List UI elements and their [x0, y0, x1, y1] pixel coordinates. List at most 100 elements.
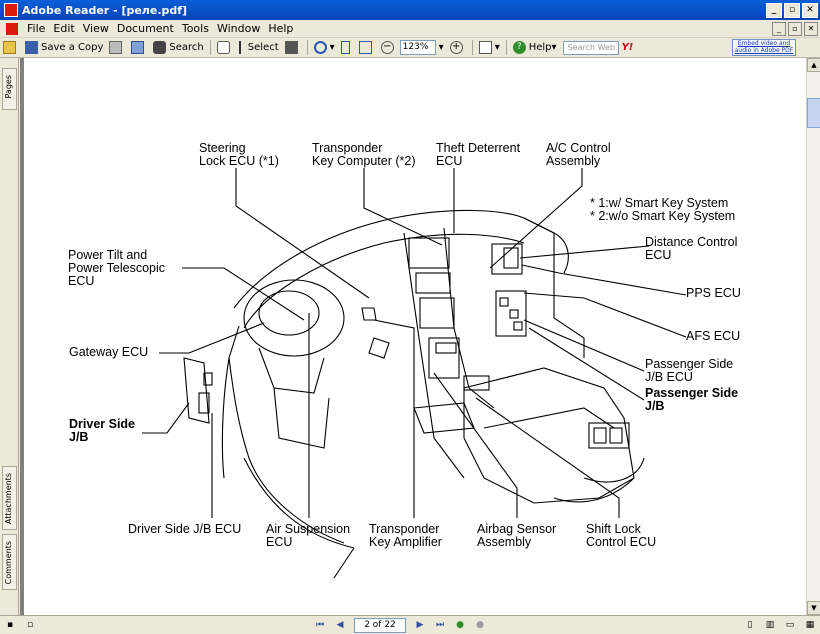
doc-minimize-button[interactable]: _: [772, 21, 786, 36]
document-view[interactable]: Steering Lock ECU (*1) Transponder Key C…: [20, 58, 806, 615]
label-pps-ecu: PPS ECU: [686, 286, 741, 300]
continuous-view-button[interactable]: ▥: [765, 619, 775, 630]
zoom-in-button[interactable]: +: [447, 39, 469, 57]
label-steering-lock-ecu: Steering Lock ECU (*1): [199, 141, 279, 168]
first-page-button[interactable]: ⏮: [315, 619, 325, 630]
last-page-button[interactable]: ⏭: [435, 619, 445, 630]
leader-ac: [489, 168, 583, 269]
leader-gateway: [159, 322, 265, 354]
single-page-view-button[interactable]: ▯: [747, 619, 753, 630]
go-back-button[interactable]: ●: [456, 619, 464, 630]
leader-transponder-amp: [373, 319, 415, 518]
print-button[interactable]: [106, 39, 128, 57]
title-bar: Adobe Reader - [реле.pdf] _ ▫ ✕: [0, 0, 820, 20]
separator: [471, 40, 473, 55]
label-afs-ecu: AFS ECU: [686, 329, 741, 343]
zoom-in-tool-button[interactable]: ▾: [311, 39, 338, 57]
close-button[interactable]: ✕: [802, 2, 818, 18]
leader-pps: [521, 264, 687, 296]
display-unit: [408, 237, 450, 269]
menu-tools[interactable]: Tools: [181, 22, 209, 35]
driver-jb: [183, 357, 210, 424]
page-layout-button[interactable]: ▾: [476, 39, 503, 57]
rear-vent: [588, 422, 630, 449]
navigation-panel: Pages Attachments Comments: [0, 58, 19, 615]
yahoo-logo[interactable]: Y!: [621, 42, 634, 53]
fit-width-icon: [358, 41, 372, 54]
leader-passenger-jb-ecu: [523, 319, 645, 372]
label-theft-deterrent-ecu: Theft Deterrent ECU: [436, 141, 521, 168]
center-stack-left: [403, 232, 465, 479]
tab-pages[interactable]: Pages: [2, 68, 17, 110]
hand-icon: [216, 41, 230, 54]
binoculars-icon: [153, 41, 167, 54]
scroll-thumb[interactable]: [807, 98, 820, 128]
vertical-scrollbar[interactable]: ▲ ▼: [806, 58, 820, 615]
window-title: Adobe Reader - [реле.pdf]: [22, 3, 188, 17]
separator: [209, 40, 211, 55]
select-tool-button[interactable]: Select: [236, 39, 282, 57]
label-distance-control-ecu: Distance Control ECU: [645, 235, 738, 262]
folder-icon: [3, 41, 16, 54]
embed-video-link[interactable]: Embed video and audio in Adobe PDF: [732, 39, 796, 56]
previous-page-button[interactable]: ◀: [336, 619, 344, 630]
continuous-facing-view-button[interactable]: ▦: [805, 619, 815, 630]
label-passenger-jb-ecu: Passenger Side J/B ECU: [645, 357, 734, 384]
label-power-tilt-telescopic-ecu: Power Tilt and Power Telescopic ECU: [68, 248, 166, 288]
zoom-dropdown[interactable]: ▾: [438, 42, 444, 53]
scroll-down-button[interactable]: ▼: [807, 601, 820, 615]
label-transponder-key-amplifier: Transponder Key Amplifier: [369, 522, 442, 549]
zoom-out-button[interactable]: −: [378, 39, 400, 57]
menu-window[interactable]: Window: [216, 22, 261, 35]
menu-edit[interactable]: Edit: [53, 22, 75, 35]
scroll-up-button[interactable]: ▲: [807, 58, 820, 72]
fit-page-button[interactable]: [338, 39, 356, 57]
label-airbag-sensor-assembly: Airbag Sensor Assembly: [477, 522, 557, 549]
airbag-sensor: [463, 375, 490, 391]
document-icon[interactable]: [6, 22, 18, 35]
facing-view-button[interactable]: ▭: [785, 619, 795, 630]
search-button[interactable]: Search: [150, 39, 206, 57]
leader-shift-lock: [475, 397, 620, 518]
camera-icon: [284, 41, 298, 54]
label-gateway-ecu: Gateway ECU: [69, 345, 149, 359]
doc-restore-button[interactable]: ▫: [788, 21, 802, 36]
help-icon: ?: [512, 41, 526, 54]
open-button[interactable]: [0, 39, 22, 57]
pps-ecu: [491, 243, 523, 275]
leader-transponder-computer: [363, 168, 443, 246]
save-copy-button[interactable]: Save a Copy: [22, 39, 106, 57]
tab-comments[interactable]: Comments: [2, 534, 17, 590]
fit-width-button[interactable]: [356, 39, 378, 57]
snapshot-button[interactable]: [282, 39, 304, 57]
door-panel-line: [221, 357, 230, 479]
dashboard-ecu-location-diagram: [142, 168, 687, 579]
next-page-button[interactable]: ▶: [416, 619, 424, 630]
menu-view[interactable]: View: [82, 22, 109, 35]
help-button[interactable]: ?Help▾: [510, 39, 560, 57]
label-shift-lock-control-ecu: Shift Lock Control ECU: [586, 522, 657, 549]
doc-close-button[interactable]: ✕: [804, 21, 818, 36]
minus-circle-icon: −: [380, 41, 394, 54]
search-web-input[interactable]: Search Web: [562, 40, 619, 55]
menu-document[interactable]: Document: [116, 22, 174, 35]
tab-attachments[interactable]: Attachments: [2, 466, 17, 530]
email-button[interactable]: [128, 39, 150, 57]
leader-steering-lock: [235, 168, 370, 299]
magnifier-icon: [313, 41, 327, 54]
zoom-level-field[interactable]: 123%: [399, 40, 436, 55]
dashboard-upper-edge: [243, 233, 525, 329]
maximize-button[interactable]: ▫: [784, 2, 800, 18]
menu-help[interactable]: Help: [268, 22, 294, 35]
status-bar: ▪ ▫ ⏮ ◀ 2 of 22 ▶ ⏭ ● ● ▯ ▥ ▭ ▦: [0, 615, 820, 634]
leader-driver-jb: [142, 402, 190, 434]
minimize-button[interactable]: _: [766, 2, 782, 18]
separator: [306, 40, 308, 55]
menu-file[interactable]: File: [27, 22, 46, 35]
status-icon: ▫: [26, 619, 34, 630]
page-number-field[interactable]: 2 of 22: [354, 617, 406, 633]
steering-wheel: [243, 279, 345, 357]
hand-tool-button[interactable]: [214, 39, 236, 57]
go-forward-button[interactable]: ●: [476, 619, 484, 630]
leader-passenger-jb: [528, 327, 645, 401]
